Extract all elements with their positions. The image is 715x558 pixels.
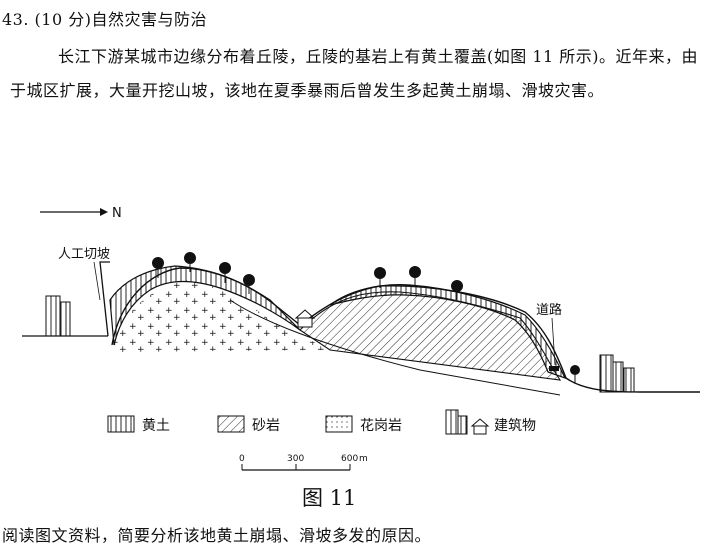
house-icon: [294, 309, 316, 328]
legend-granite-swatch: [325, 415, 353, 433]
question-number: 43.: [2, 10, 29, 29]
legend-loess-swatch: [107, 415, 135, 433]
question-header: 43. (10 分)自然灾害与防治: [2, 6, 207, 30]
contact-line: [229, 299, 561, 396]
question-paragraph: 长江下游某城市边缘分布着丘陵，丘陵的基岩上有黄土覆盖(如图 11 所示)。近年来…: [10, 40, 705, 108]
north-arrow: N: [40, 206, 122, 221]
cut-slope-face: [99, 261, 110, 337]
road-label: 道路: [536, 302, 562, 318]
legend-building-label: 建筑物: [494, 418, 536, 434]
tree-icon: [152, 252, 580, 383]
legend-granite-label: 花岗岩: [360, 418, 402, 434]
legend: 黄土 砂岩 花岗岩 建筑物: [107, 409, 536, 435]
scale-tick-0: 0: [239, 454, 245, 464]
question-points: (10 分): [34, 10, 92, 29]
building-left-icon: [45, 295, 71, 337]
legend-sandstone-swatch: [217, 415, 245, 433]
building-right-icon: [599, 354, 635, 393]
road-leader: [551, 317, 556, 366]
scale-tick-300: 300: [287, 454, 304, 464]
loess-right-hill: [329, 284, 567, 380]
legend-loess-label: 黄土: [142, 417, 170, 434]
question-title: 自然灾害与防治: [91, 10, 207, 29]
scale-tick-600: 600: [341, 454, 358, 464]
legend-sandstone-label: 砂岩: [252, 418, 280, 434]
legend-building-swatch: [445, 409, 490, 435]
paragraph-text: 长江下游某城市边缘分布着丘陵，丘陵的基岩上有黄土覆盖(如图 11 所示)。近年来…: [10, 47, 699, 100]
granite-body: [112, 280, 330, 352]
cut-slope-label: 人工切坡: [58, 247, 110, 262]
figure-caption: 图 11: [302, 486, 356, 510]
scale-unit: m: [359, 454, 368, 464]
cut-slope-leader: [93, 261, 101, 301]
sandstone-body: [299, 291, 562, 381]
road-mark: [549, 366, 559, 371]
north-label: N: [112, 206, 122, 221]
scale-bar: 0 300 600 m: [239, 454, 368, 471]
question-prompt: 阅读图文资料，简要分析该地黄土崩塌、滑坡多发的原因。: [2, 526, 432, 545]
loess-left-hill: [109, 265, 301, 346]
